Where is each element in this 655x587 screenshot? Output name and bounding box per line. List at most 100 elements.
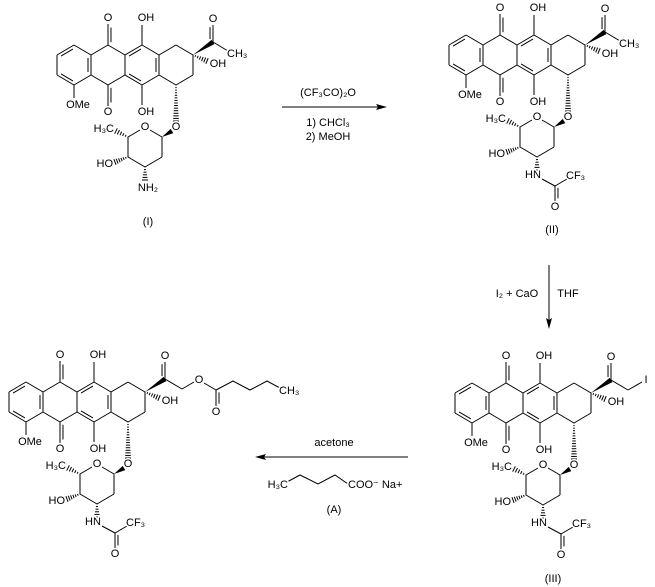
hash-line xyxy=(590,46,594,50)
bond xyxy=(465,64,484,76)
reagent-a-methyl: H₃C xyxy=(268,479,288,491)
sugar-methyl-label: H₃C xyxy=(94,123,114,135)
c9-hydroxyl: OH xyxy=(602,48,619,60)
bond xyxy=(59,381,78,393)
bond xyxy=(488,382,507,394)
hash-line xyxy=(511,121,515,126)
reagent-1: (CF₃CO)₂O xyxy=(300,87,356,99)
hydroxyl-top: OH xyxy=(530,2,547,14)
c9-hydroxyl: OH xyxy=(608,396,625,408)
glycosidic-hash-bond xyxy=(571,422,577,460)
quinone-oxygen-bottom: O xyxy=(56,443,65,455)
bond xyxy=(556,382,575,394)
reagent-a-carboxylate: COO⁻ Na+ xyxy=(348,479,402,491)
quinone-oxygen-top: O xyxy=(502,350,511,362)
amide-oxygen: O xyxy=(111,548,120,560)
bond xyxy=(101,525,116,534)
sugar-hydroxyl-label: HO xyxy=(489,148,506,160)
double-bond-inner xyxy=(520,38,534,47)
quinone-oxygen-top: O xyxy=(56,349,65,361)
glycosidic-oxygen: O xyxy=(172,121,181,133)
bond xyxy=(73,44,92,56)
bond xyxy=(471,382,490,394)
glycosidic-oxygen: O xyxy=(124,458,133,470)
hash-line xyxy=(115,158,119,164)
iodine-label: I xyxy=(644,374,647,386)
bond xyxy=(127,156,146,168)
double-bond xyxy=(516,34,535,46)
hash-line xyxy=(150,393,154,397)
double-bond xyxy=(448,64,467,76)
methoxy-label: OMe xyxy=(18,436,42,448)
bond xyxy=(96,493,115,505)
hash-line xyxy=(157,395,161,401)
glycosidic-hash-bond xyxy=(125,421,131,459)
hash-line xyxy=(196,55,199,59)
bond xyxy=(114,525,128,534)
quinone-oxygen-bottom: O xyxy=(502,444,511,456)
anomeric-wedge-bond xyxy=(114,465,126,474)
hash-line xyxy=(122,157,125,161)
bond xyxy=(567,34,586,46)
bond xyxy=(525,467,539,476)
sugar-ring-oxygen: O xyxy=(93,458,102,470)
compound-label-3: (III) xyxy=(545,573,562,585)
bond xyxy=(541,178,556,187)
bond xyxy=(505,382,524,394)
ester-oxygen: O xyxy=(195,374,204,386)
double-bond xyxy=(76,381,95,393)
bond xyxy=(519,119,533,128)
hash-line xyxy=(523,494,525,497)
c9-wedge-bond xyxy=(585,29,607,45)
bond xyxy=(141,74,160,86)
hash-line xyxy=(198,56,202,60)
double-bond xyxy=(454,382,473,394)
double-bond-inner xyxy=(452,38,466,47)
hash-line xyxy=(66,465,70,471)
hash-line xyxy=(596,394,600,398)
bond xyxy=(567,64,586,76)
hash-line xyxy=(116,129,120,135)
side-chain-oxygen: O xyxy=(601,3,610,15)
double-bond-inner xyxy=(452,63,466,72)
hash-line xyxy=(146,391,149,395)
bond xyxy=(550,64,569,76)
bond xyxy=(59,411,78,423)
double-bond xyxy=(76,411,95,423)
double-bond xyxy=(56,44,75,56)
hash-line xyxy=(65,496,69,502)
hash-line xyxy=(74,470,77,474)
double-bond-inner xyxy=(520,63,534,72)
bond xyxy=(164,378,183,390)
trifluoromethyl-label: CF₃ xyxy=(572,518,591,530)
sugar-methyl-label: H₃C xyxy=(492,461,512,473)
double-bond-inner xyxy=(12,385,26,394)
amine-label: NH₂ xyxy=(138,182,158,194)
double-bond xyxy=(454,412,473,424)
pentanoyl-chain xyxy=(215,380,281,391)
hash-line xyxy=(522,472,525,475)
bond xyxy=(482,64,501,76)
bond xyxy=(79,493,98,505)
c9-hydroxyl: OH xyxy=(210,58,227,70)
bond xyxy=(471,412,490,424)
bond xyxy=(175,44,194,56)
methyl-hash-bond xyxy=(66,465,81,475)
bond xyxy=(547,526,562,535)
hash-line xyxy=(125,156,127,159)
hydroxyl-bottom: OH xyxy=(530,96,547,108)
arrowhead-1 xyxy=(376,104,387,110)
solvent-label: acetone xyxy=(314,437,353,449)
bond xyxy=(536,146,555,158)
glycosidic-hash-bond xyxy=(173,84,179,122)
side-chain-oxygen: O xyxy=(209,13,218,25)
compound-label-1: (I) xyxy=(143,216,153,228)
bond xyxy=(90,74,109,86)
hydroxyl-hash-bond xyxy=(65,493,81,502)
bond xyxy=(158,44,177,56)
hydroxyl-hash-bond xyxy=(505,146,521,155)
